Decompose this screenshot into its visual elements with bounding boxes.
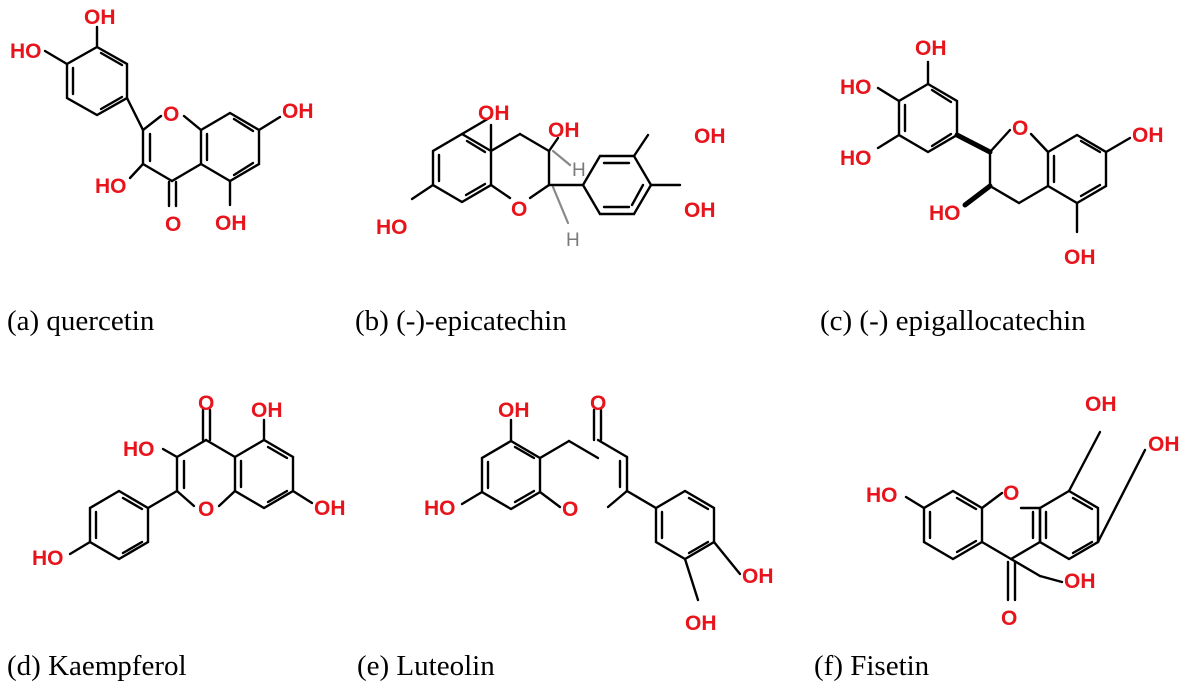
caption-quercetin: (a) quercetin (7, 305, 155, 337)
atom-oh-4p: OH (1148, 433, 1180, 456)
atom-o-ring: O (562, 498, 578, 521)
atom-oh-3p: OH (694, 125, 726, 148)
atom-oh-low: HO (840, 147, 872, 170)
atom-o-ring: O (198, 498, 214, 521)
atom-oh-7: HO (424, 497, 456, 520)
atom-oh-7: OH (1132, 124, 1164, 147)
atom-oh-3: HO (95, 175, 127, 198)
atom-oh-7: HO (866, 484, 898, 507)
atom-o-keto: O (590, 392, 606, 415)
caption-luteolin: (e) Luteolin (357, 650, 495, 682)
atom-oh-3: HO (123, 438, 155, 461)
atom-oh-3p: OH (1085, 393, 1117, 416)
atom-oh-mid: HO (840, 76, 872, 99)
structure-epigallocatechin (876, 60, 1132, 234)
atom-oh-3: OH (548, 119, 580, 142)
atom-labels-epigallocatechin: OH HO HO O OH HO OH (840, 37, 1164, 269)
structure-kaempferol (68, 408, 314, 561)
atom-oh-left: HO (10, 40, 42, 63)
atom-oh-4p: HO (32, 547, 64, 570)
atom-o-keto: O (198, 392, 214, 415)
caption-kaempferol: (d) Kaempferol (7, 650, 187, 682)
atom-oh-top: OH (84, 6, 116, 29)
atom-oh-7: HO (376, 216, 408, 239)
atom-o-ring: O (511, 198, 527, 221)
atom-oh-4p: OH (742, 565, 774, 588)
atom-oh-3p: OH (685, 612, 717, 635)
atom-labels-luteolin: OH O HO O OH OH (424, 392, 774, 635)
atom-labels-epicatechin: OH OH H OH OH HO O H (376, 102, 726, 251)
atom-h-2: H (566, 230, 580, 251)
atom-labels-kaempferol: O OH HO O OH HO (32, 392, 346, 570)
caption-epicatechin: (b) (-)-epicatechin (355, 305, 567, 337)
atom-o-keto: O (165, 213, 181, 236)
structure-epicatechin (410, 115, 682, 225)
atom-oh-5: OH (215, 212, 247, 235)
structure-luteolin (460, 408, 742, 602)
atom-o-ring: O (1012, 117, 1028, 140)
caption-fisetin: (f) Fisetin (814, 650, 930, 682)
atom-oh-top: OH (915, 37, 947, 60)
atom-oh-5: OH (478, 102, 510, 125)
atom-labels-fisetin: OH OH HO O OH O (866, 393, 1180, 630)
atom-o-ring: O (1003, 482, 1019, 505)
atom-h-3: H (572, 160, 586, 181)
atom-o-keto: O (1001, 607, 1017, 630)
atom-oh-5: OH (498, 399, 530, 422)
atom-oh-5: OH (251, 399, 283, 422)
structure-fisetin (904, 430, 1147, 602)
atom-o-ring: O (163, 103, 179, 126)
atom-labels-quercetin: OH HO O OH HO O OH (10, 6, 314, 236)
atom-oh-3: OH (1064, 570, 1096, 593)
atom-oh-right: OH (282, 100, 314, 123)
structure-quercetin (43, 25, 282, 208)
atom-oh-3: HO (929, 202, 961, 225)
atom-oh-5: OH (1064, 246, 1096, 269)
atom-oh-7: OH (314, 497, 346, 520)
atom-oh-4p: OH (684, 199, 716, 222)
caption-epigallocatechin: (c) (-) epigallocatechin (820, 305, 1086, 337)
